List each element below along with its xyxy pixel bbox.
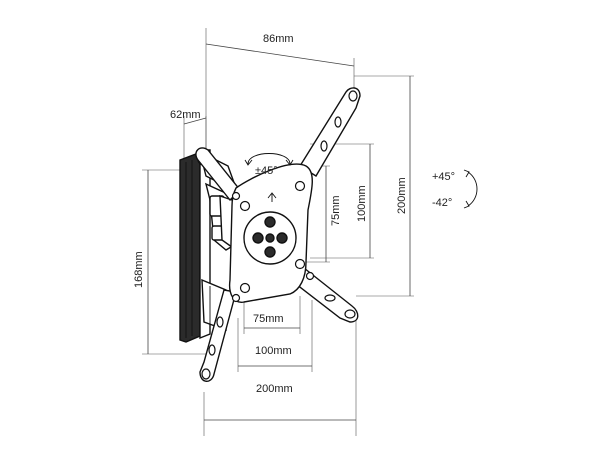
dim-200mm-vertical: 200mm [354,75,414,297]
vesa-hole [239,282,251,294]
dim-86mm-label: 86mm [263,33,294,45]
dim-200mm-vertical-label: 200mm [396,177,408,214]
dim-62mm: 62mm [170,109,207,160]
tilt-down-label: -42° [432,197,452,209]
dim-200mm-horizontal: 200mm [203,320,357,436]
tilt-up-label: +45° [432,171,455,183]
dim-200mm-horizontal-label: 200mm [256,383,293,395]
dim-100mm-horizontal: 100mm [237,300,313,372]
dim-75mm-vertical: 75mm [300,165,342,263]
tilt-arrow-icon [467,171,478,207]
dim-75mm-vertical-label: 75mm [330,195,342,226]
dim-62mm-label: 62mm [170,109,201,121]
vesa-hole [239,200,251,212]
tilt-indicator: +45° -42° [432,169,478,209]
rotation-arrow-icon [247,153,291,165]
vesa-plate [195,87,361,382]
dim-75mm-horizontal-label: 75mm [253,313,284,325]
arrow-up-icon [267,192,277,202]
vesa-hole [294,258,306,270]
dim-168mm-label: 168mm [133,251,145,288]
dim-75mm-horizontal: 75mm [243,296,301,334]
rotation-label: ±45° [255,165,278,177]
dim-168mm: 168mm [133,169,210,355]
dim-100mm-horizontal-label: 100mm [255,345,292,357]
dim-100mm-vertical-label: 100mm [356,185,368,222]
vesa-hole [294,180,306,192]
rotation-indicator: ±45° [244,153,294,177]
dim-100mm-vertical: 100mm [310,143,374,259]
